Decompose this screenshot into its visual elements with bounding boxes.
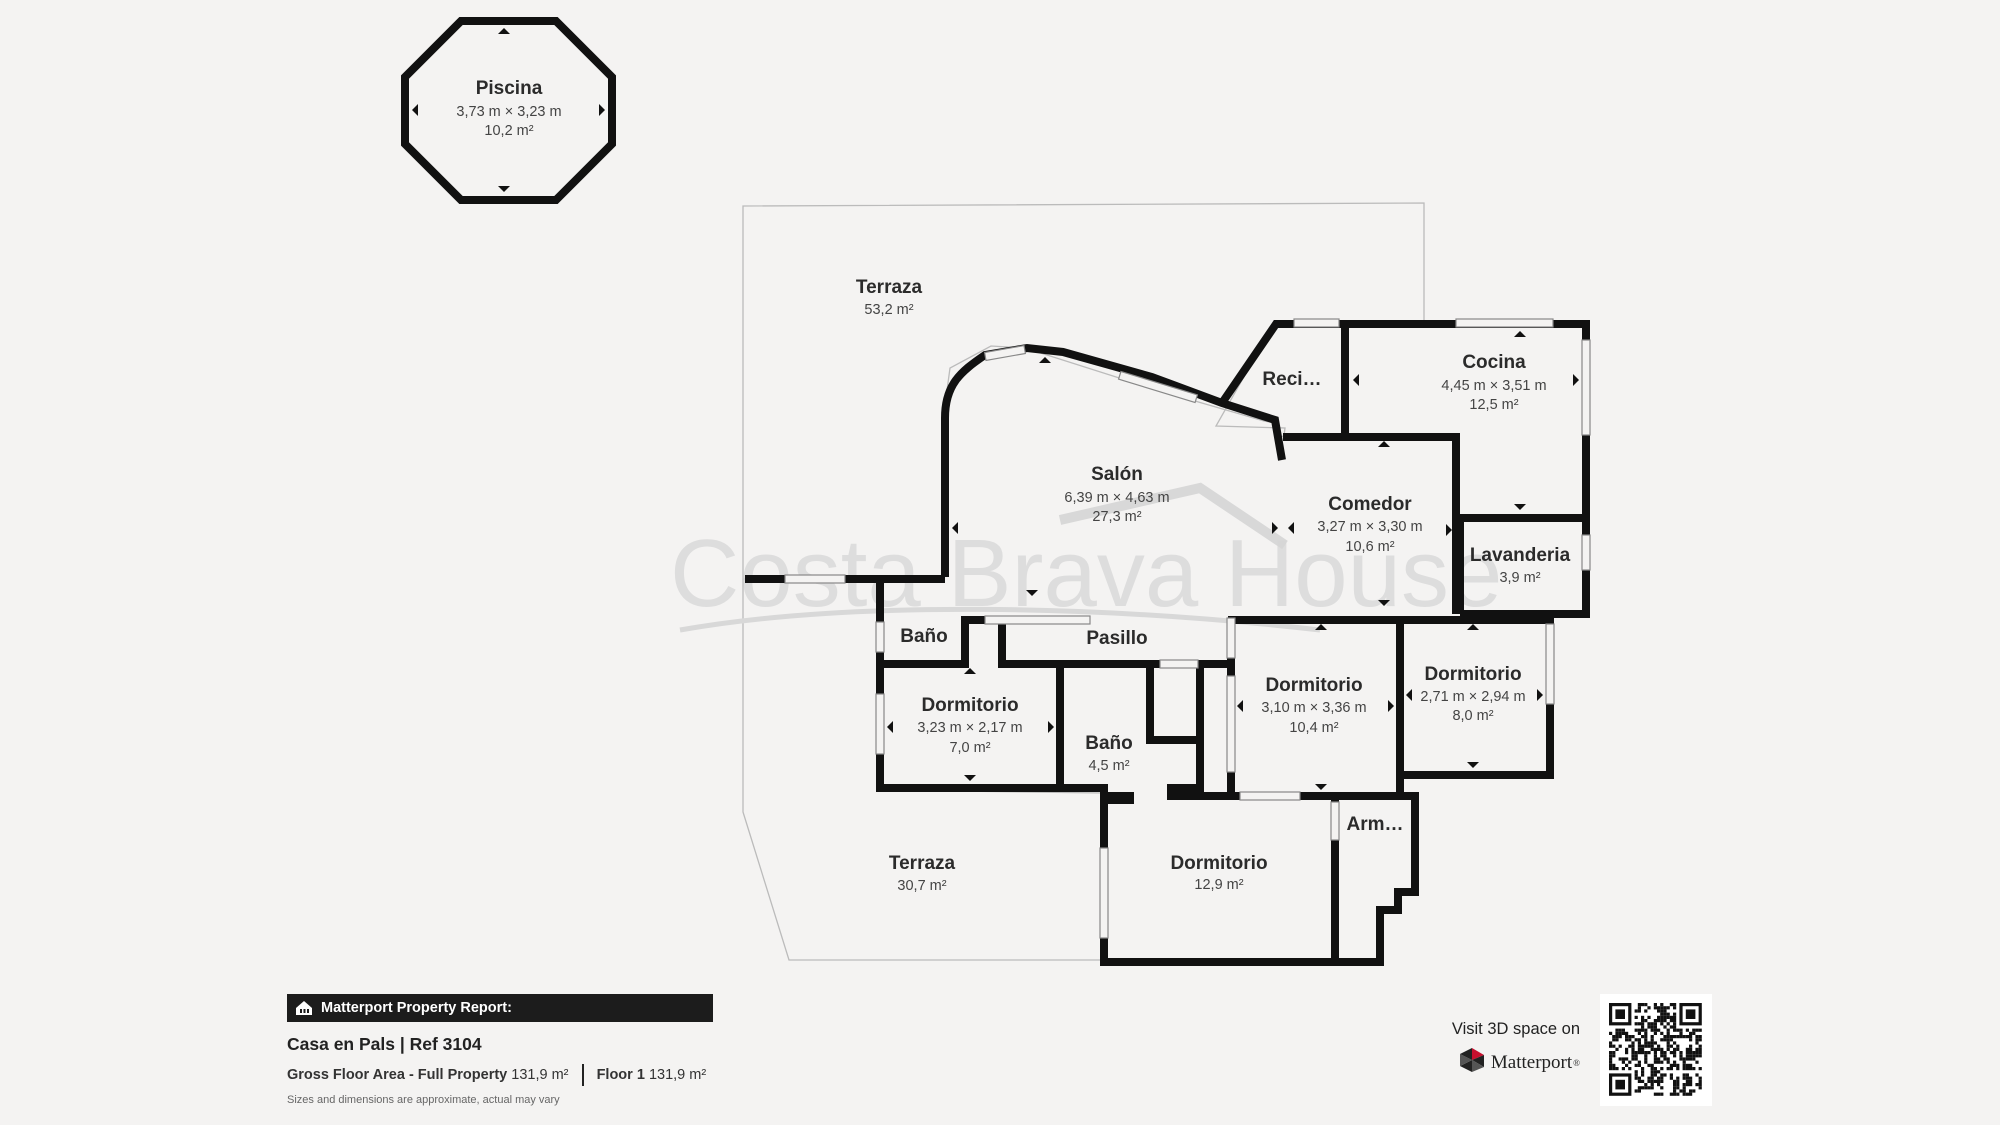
svg-text:6,39 m × 4,63 m: 6,39 m × 4,63 m xyxy=(1064,490,1169,506)
svg-text:12,9 m²: 12,9 m² xyxy=(1194,877,1243,893)
watermark: Costa Brava House xyxy=(670,482,1502,633)
svg-text:Piscina: Piscina xyxy=(476,78,543,99)
svg-text:4,45 m × 3,51 m: 4,45 m × 3,51 m xyxy=(1441,378,1546,394)
visit-3d-link[interactable]: Visit 3D space on Matterport® xyxy=(1440,1020,1580,1079)
walls xyxy=(745,320,1590,966)
windows xyxy=(784,318,1591,939)
svg-text:Dormitorio: Dormitorio xyxy=(1424,664,1521,685)
matterport-registered-mark: ® xyxy=(1573,1058,1580,1068)
building-icon xyxy=(295,1000,313,1016)
gross-area-label: Gross Floor Area - Full Property xyxy=(287,1066,508,1083)
svg-text:Baño: Baño xyxy=(900,626,948,647)
area-separator xyxy=(581,1064,584,1086)
room-label-piscina: Piscina 3,73 m × 3,23 m 10,2 m² xyxy=(456,78,561,139)
matterport-wordmark: Matterport xyxy=(1490,1052,1573,1073)
property-report: Matterport Property Report: Casa en Pals… xyxy=(287,994,713,1106)
svg-text:Terraza: Terraza xyxy=(856,277,923,298)
svg-text:8,0 m²: 8,0 m² xyxy=(1452,708,1493,724)
room-label-dormitorio-4: Dormitorio 12,9 m² xyxy=(1170,853,1267,893)
svg-text:10,4 m²: 10,4 m² xyxy=(1289,720,1338,736)
door-markers xyxy=(412,28,1579,790)
room-label-arm: Arm… xyxy=(1346,814,1403,835)
svg-text:Reci…: Reci… xyxy=(1262,369,1321,390)
svg-text:Lavanderia: Lavanderia xyxy=(1470,545,1571,566)
svg-text:Terraza: Terraza xyxy=(889,853,956,874)
disclaimer: Sizes and dimensions are approximate, ac… xyxy=(287,1094,560,1106)
room-label-pasillo: Pasillo xyxy=(1086,628,1147,649)
svg-text:4,5 m²: 4,5 m² xyxy=(1088,758,1129,774)
room-label-dormitorio-1: Dormitorio 3,23 m × 2,17 m 7,0 m² xyxy=(917,695,1022,756)
report-header: Matterport Property Report: xyxy=(287,994,713,1022)
svg-text:Baño: Baño xyxy=(1085,733,1133,754)
floor-area-value: 131,9 m² xyxy=(648,1066,707,1083)
room-label-bano-1: Baño xyxy=(900,626,948,647)
svg-text:Dormitorio: Dormitorio xyxy=(1265,675,1362,696)
svg-text:Costa Brava House: Costa Brava House xyxy=(670,520,1502,627)
svg-text:Dormitorio: Dormitorio xyxy=(1170,853,1267,874)
matterport-logo-icon xyxy=(1459,1047,1485,1079)
svg-text:Comedor: Comedor xyxy=(1328,494,1412,515)
svg-text:53,2 m²: 53,2 m² xyxy=(864,302,913,318)
room-label-cocina: Cocina 4,45 m × 3,51 m 12,5 m² xyxy=(1441,352,1546,413)
svg-text:10,2 m²: 10,2 m² xyxy=(484,123,533,139)
room-label-terraza-bottom: Terraza 30,7 m² xyxy=(889,853,956,894)
svg-text:3,73 m × 3,23 m: 3,73 m × 3,23 m xyxy=(456,104,561,120)
report-header-text: Matterport Property Report: xyxy=(321,1000,512,1016)
room-label-lavanderia: Lavanderia 3,9 m² xyxy=(1470,545,1571,586)
svg-text:12,5 m²: 12,5 m² xyxy=(1469,397,1518,413)
svg-text:10,6 m²: 10,6 m² xyxy=(1345,539,1394,555)
svg-text:27,3 m²: 27,3 m² xyxy=(1092,509,1141,525)
area-summary: Gross Floor Area - Full Property 131,9 m… xyxy=(287,1064,713,1086)
svg-text:3,10 m × 3,36 m: 3,10 m × 3,36 m xyxy=(1261,700,1366,716)
room-label-comedor: Comedor 3,27 m × 3,30 m 10,6 m² xyxy=(1317,494,1422,555)
visit-text: Visit 3D space on xyxy=(1451,1020,1580,1038)
matterport-brand: Matterport® xyxy=(1440,1047,1580,1079)
svg-text:Dormitorio: Dormitorio xyxy=(921,695,1018,716)
room-label-bano-2: Baño 4,5 m² xyxy=(1085,733,1133,774)
svg-text:Cocina: Cocina xyxy=(1462,352,1526,373)
qr-code[interactable] xyxy=(1600,994,1712,1106)
svg-text:Arm…: Arm… xyxy=(1346,814,1403,835)
property-title: Casa en Pals | Ref 3104 xyxy=(287,1034,482,1054)
svg-text:Salón: Salón xyxy=(1091,464,1143,485)
svg-text:30,7 m²: 30,7 m² xyxy=(897,878,946,894)
room-label-dormitorio-2: Dormitorio 3,10 m × 3,36 m 10,4 m² xyxy=(1261,675,1366,736)
svg-text:3,23 m × 2,17 m: 3,23 m × 2,17 m xyxy=(917,720,1022,736)
svg-text:2,71 m × 2,94 m: 2,71 m × 2,94 m xyxy=(1420,689,1525,705)
room-label-dormitorio-3: Dormitorio 2,71 m × 2,94 m 8,0 m² xyxy=(1420,664,1525,724)
room-label-reci: Reci… xyxy=(1262,369,1321,390)
svg-text:Pasillo: Pasillo xyxy=(1086,628,1147,649)
room-label-salon: Salón 6,39 m × 4,63 m 27,3 m² xyxy=(1064,464,1169,525)
room-label-terraza-top: Terraza 53,2 m² xyxy=(856,277,923,318)
piscina-walls xyxy=(401,17,616,204)
svg-text:3,27 m × 3,30 m: 3,27 m × 3,30 m xyxy=(1317,519,1422,535)
floor-area-label: Floor 1 xyxy=(596,1066,645,1083)
gross-area-value: 131,9 m² xyxy=(511,1066,569,1083)
svg-text:7,0 m²: 7,0 m² xyxy=(949,740,990,756)
svg-text:3,9 m²: 3,9 m² xyxy=(1499,570,1540,586)
